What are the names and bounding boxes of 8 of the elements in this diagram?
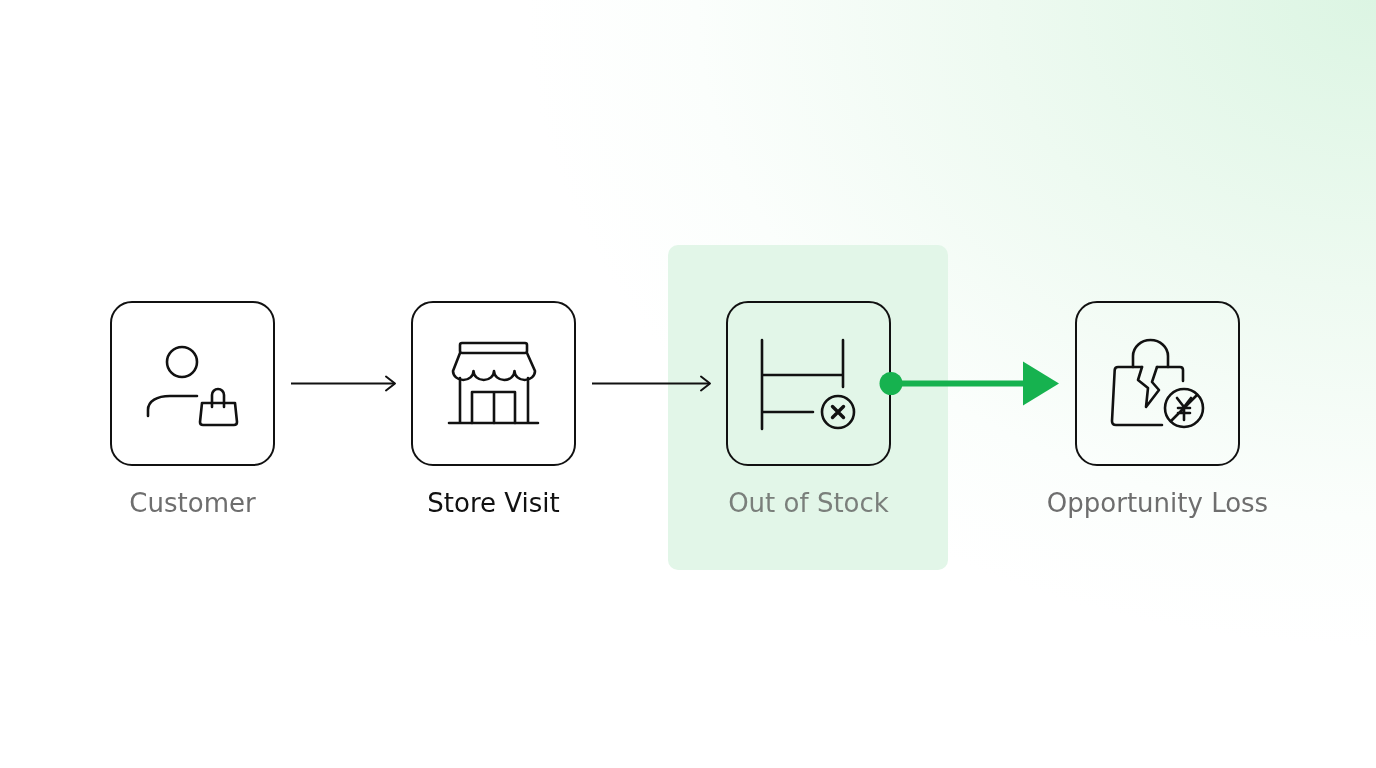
arrow <box>879 361 1059 406</box>
step-label: Store Visit <box>427 488 560 518</box>
step-label: Customer <box>129 488 256 518</box>
arrow <box>591 375 711 392</box>
arrow <box>290 375 396 392</box>
step-label: Out of Stock <box>728 488 889 518</box>
step-label: Opportunity Loss <box>1046 488 1269 518</box>
highlight-band <box>668 245 948 570</box>
